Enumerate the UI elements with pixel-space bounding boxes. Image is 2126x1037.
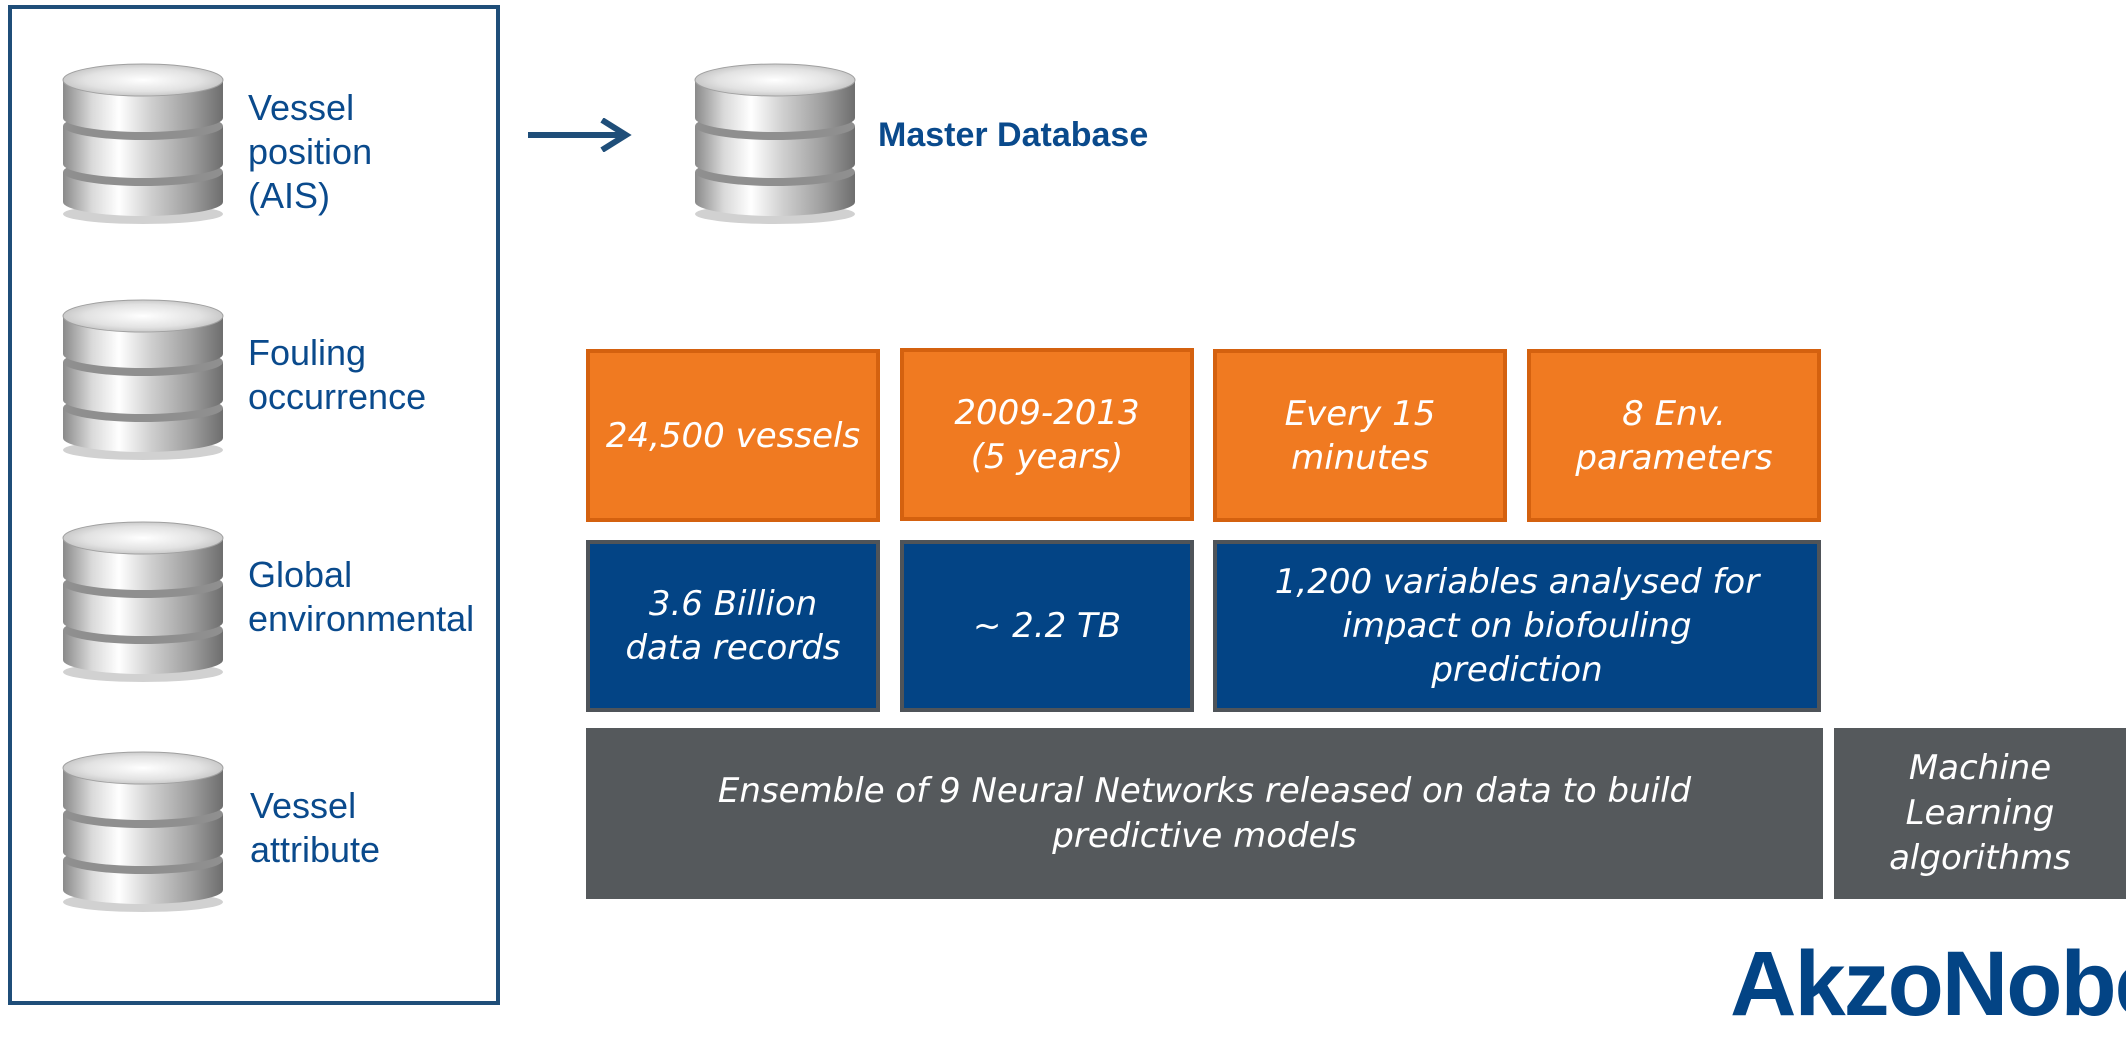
arrow-right-icon [528,118,632,152]
source-label-fouling-occurrence: Fouling occurrence [248,332,427,417]
stat-date-range: 2009-2013 (5 years) [900,348,1194,521]
database-icon [60,734,226,914]
database-icon [60,46,226,226]
database-icon [60,282,226,462]
stat-data-records: 3.6 Billion data records [586,540,880,712]
source-label-vessel-position: Vessel position (AIS) [248,87,373,216]
akzonobel-logo: AkzoNobel [1730,933,2126,1035]
database-icon [60,504,226,684]
source-label-vessel-attribute: Vessel attribute [250,785,381,870]
machine-learning-label: Machine Learning algorithms [1834,728,2126,899]
stat-vessels-count: 24,500 vessels [586,349,880,522]
master-database-label: Master Database [878,116,1149,154]
stat-sampling-frequency: Every 15 minutes [1213,349,1507,522]
model-description: Ensemble of 9 Neural Networks released o… [586,728,1823,899]
stat-env-parameters: 8 Env. parameters [1527,349,1821,522]
stat-variables-analysed: 1,200 variables analysed for impact on b… [1213,540,1821,712]
database-icon [692,46,858,226]
source-label-global-environmental: Global environmental [248,554,475,639]
stat-data-size: ~ 2.2 TB [900,540,1194,712]
